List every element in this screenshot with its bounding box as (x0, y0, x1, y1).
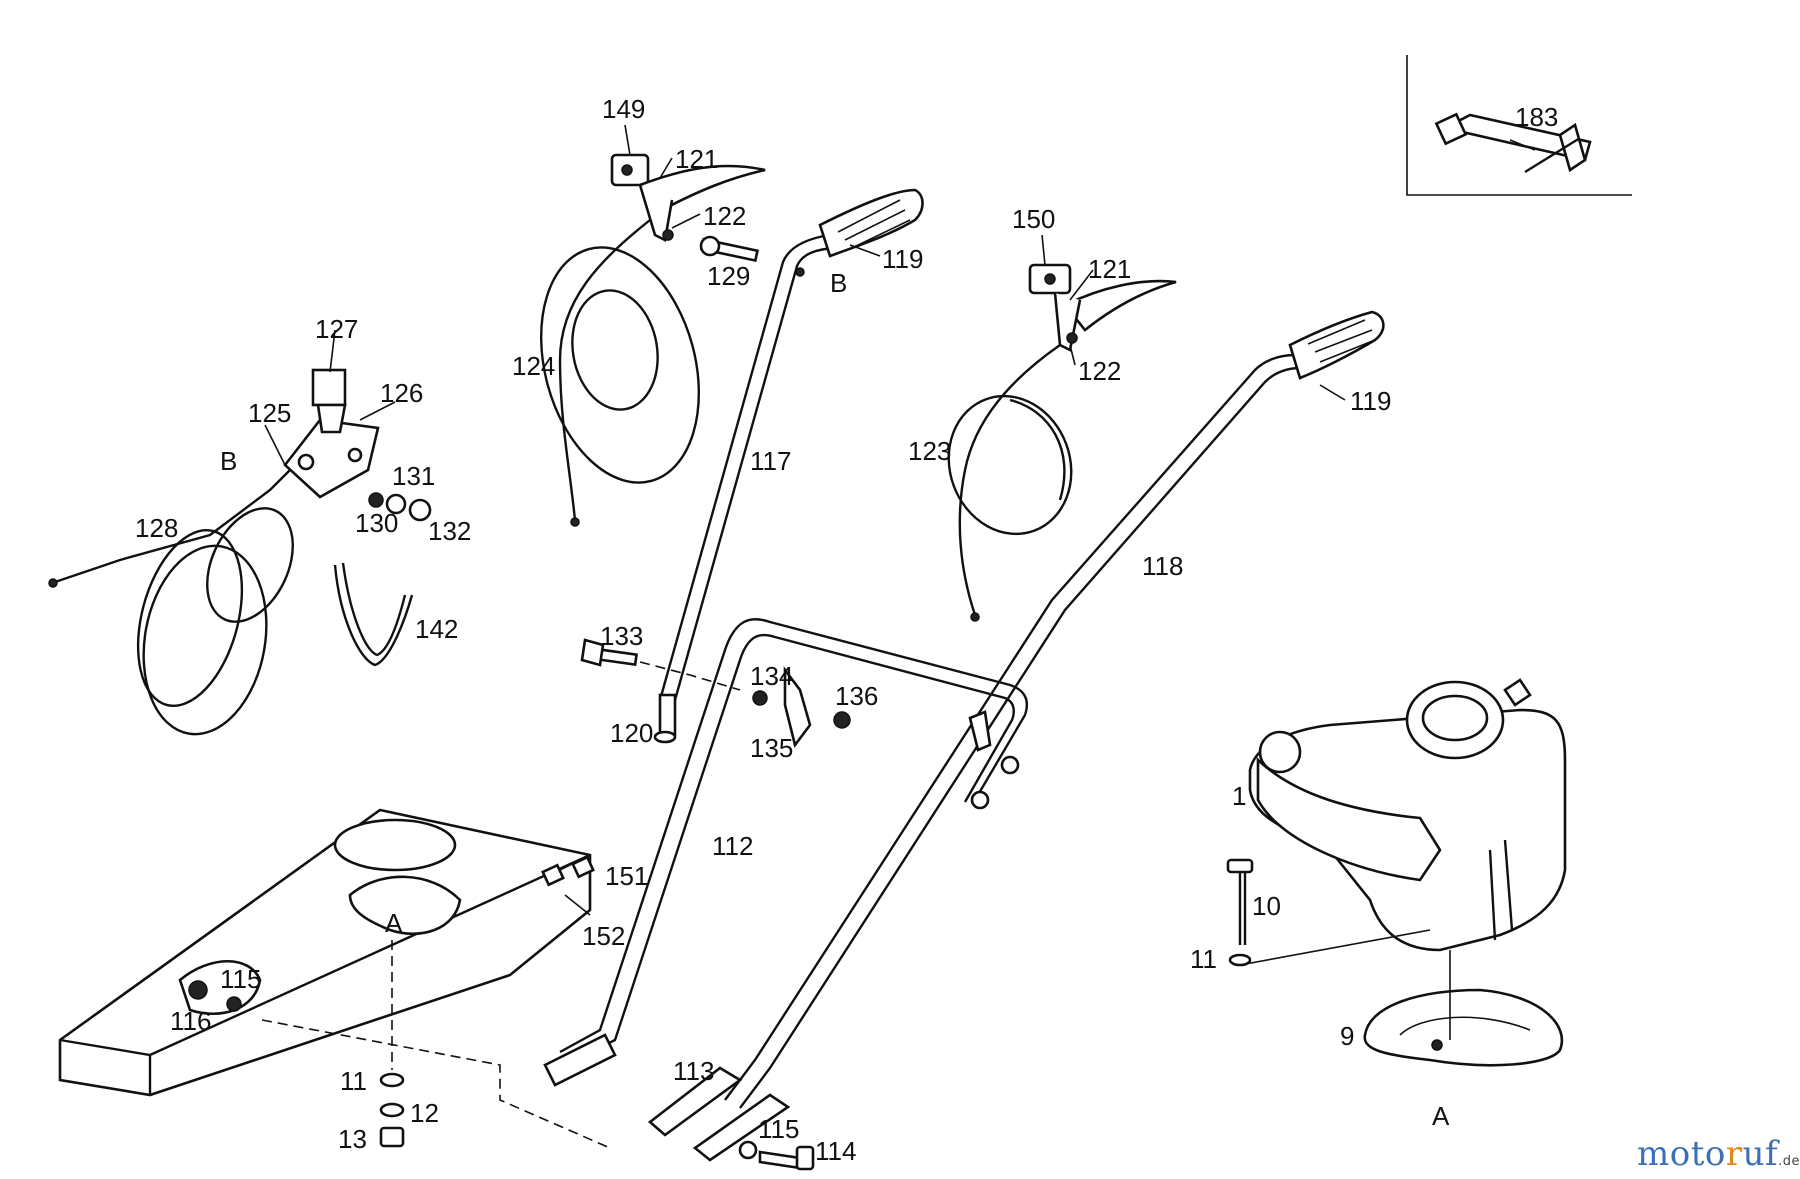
tool-inset (1406, 55, 1632, 196)
label-142: 142 (415, 614, 458, 644)
label-refA1: A (385, 908, 403, 938)
label-134: 134 (750, 661, 793, 691)
label-refA2: A (1432, 1101, 1450, 1131)
label-133: 133 (600, 621, 643, 651)
label-132: 132 (428, 516, 471, 546)
label-113: 113 (673, 1056, 714, 1086)
label-112: 112 (712, 831, 753, 861)
label-131: 131 (392, 461, 435, 491)
label-183: 183 (1515, 102, 1558, 132)
label-150: 150 (1012, 204, 1055, 234)
label-119a: 119 (882, 244, 923, 274)
label-121a: 121 (675, 144, 718, 174)
handle-bar-112 (543, 618, 1029, 1087)
label-123: 123 (908, 436, 951, 466)
label-117: 117 (750, 446, 791, 476)
label-10: 10 (1252, 891, 1281, 921)
wing-nut-135 (752, 666, 851, 748)
engine-base-plate-9 (1363, 988, 1564, 1067)
label-122b: 122 (1078, 356, 1121, 386)
leader-lines (264, 124, 1536, 916)
label-115b: 115 (758, 1114, 799, 1144)
label-116: 116 (170, 1006, 211, 1036)
bolt-10 (1226, 858, 1254, 967)
motoruf-logo: motoruf.de (1637, 1134, 1800, 1174)
washer-stack-11-13 (379, 1072, 405, 1148)
label-151: 151 (605, 861, 648, 891)
label-refB2: B (220, 446, 237, 476)
label-114: 114 (815, 1136, 856, 1166)
label-128: 128 (135, 513, 178, 543)
label-135: 135 (750, 733, 793, 763)
engine (1248, 678, 1567, 952)
label-11a: 11 (340, 1066, 367, 1096)
label-9: 9 (1340, 1021, 1354, 1051)
cable-loop-142 (333, 562, 414, 667)
label-11b: 11 (1190, 944, 1217, 974)
part-labels: 149 121 122 129 119 B 150 121 122 119 18… (135, 94, 1558, 1166)
bolt-129 (699, 235, 759, 263)
label-149: 149 (602, 94, 645, 124)
label-124: 124 (512, 351, 555, 381)
label-125: 125 (248, 398, 291, 428)
throttle-lever-assembly (283, 368, 432, 522)
bolt-114 (738, 1140, 815, 1171)
label-129: 129 (707, 261, 750, 291)
label-115a: 115 (220, 964, 261, 994)
throttle-cable-coil (48, 469, 294, 736)
mower-deck-frame (58, 808, 595, 1097)
handle-bar-118 (724, 310, 1385, 1109)
label-127: 127 (315, 314, 358, 344)
clutch-lever-assembly-right (1028, 263, 1177, 352)
cable-coil-124 (539, 219, 701, 527)
label-13: 13 (338, 1124, 367, 1154)
label-1: 1 (1232, 781, 1246, 811)
label-130: 130 (355, 508, 398, 538)
bolt-133 (580, 638, 638, 667)
label-126: 126 (380, 378, 423, 408)
label-refB1: B (830, 268, 847, 298)
label-152: 152 (582, 921, 625, 951)
handle-bar-117 (653, 188, 924, 744)
label-12: 12 (410, 1098, 439, 1128)
label-122a: 122 (703, 201, 746, 231)
plates-113 (647, 1066, 791, 1162)
label-119b: 119 (1350, 386, 1391, 416)
box-spanner-wrench (1434, 112, 1592, 174)
label-121b: 121 (1088, 254, 1131, 284)
label-136: 136 (835, 681, 878, 711)
label-120: 120 (610, 718, 653, 748)
cable-coil-123 (947, 344, 1073, 622)
clutch-lever-assembly-upper (610, 153, 766, 242)
label-118: 118 (1142, 551, 1183, 581)
